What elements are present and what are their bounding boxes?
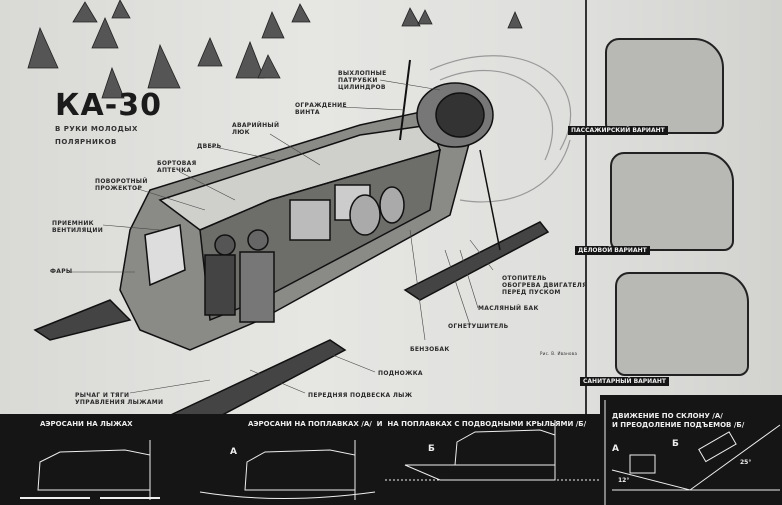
callout-guard: ОГРАЖДЕНИЕ ВИНТА (295, 102, 347, 116)
callout-headlights: ФАРЫ (50, 268, 73, 275)
illustrator-credit: Рис. В. Иванова (540, 351, 578, 356)
caption-slope: ДВИЖЕНИЕ ПО СКЛОНУ /А/ И ПРЕОДОЛЕНИЕ ПОД… (612, 412, 745, 429)
callout-door: ДВЕРЬ (197, 143, 222, 150)
propeller-blur (429, 55, 572, 203)
mark-b-floats: Б (428, 444, 435, 454)
callout-heater: ОТОПИТЕЛЬ ОБОГРЕВА ДВИГАТЕЛЯ ПЕРЕД ПУСКО… (502, 275, 587, 296)
interior-business (610, 152, 734, 251)
caption-floats: АЭРОСАНИ НА ПОПЛАВКАХ /А/ И НА ПОПЛАВКАХ… (248, 420, 587, 428)
caption-skis: АЭРОСАНИ НА ЛЫЖАХ (40, 420, 133, 428)
angle-b: 25° (740, 459, 752, 466)
mark-a-slope: А (612, 444, 619, 454)
aerosled-body (119, 82, 494, 351)
tree-icons (27, 0, 523, 99)
callout-firstaid: БОРТОВАЯ АПТЕЧКА (157, 160, 197, 174)
variant-passenger-label: ПАССАЖИРСКИЙ ВАРИАНТ (568, 126, 668, 135)
callout-fueltank: БЕНЗОБАК (410, 346, 450, 353)
callout-extinguisher: ОГНЕТУШИТЕЛЬ (448, 323, 509, 330)
callout-frontsusp: ПЕРЕДНЯЯ ПОДВЕСКА ЛЫЖ (308, 392, 413, 399)
page-subtitle: В РУКИ МОЛОДЫХ ПОЛЯРНИКОВ (55, 125, 138, 146)
angle-a: 12° (618, 477, 630, 484)
callout-oiltank: МАСЛЯНЫЙ БАК (478, 305, 539, 312)
callout-exhaust: ВЫХЛОПНЫЕ ПАТРУБКИ ЦИЛИНДРОВ (338, 70, 387, 91)
interior-medical (615, 272, 749, 376)
callout-levers: РЫЧАГ И ТЯГИ УПРАВЛЕНИЯ ЛЫЖАМИ (75, 392, 164, 406)
callout-step: ПОДНОЖКА (378, 370, 423, 377)
page-title: КА-30 (55, 88, 162, 123)
mark-a-floats: А (230, 447, 237, 457)
callout-hatch: АВАРИЙНЫЙ ЛЮК (232, 122, 280, 136)
variant-medical-label: САНИТАРНЫЙ ВАРИАНТ (580, 377, 669, 386)
callout-searchlight: ПОВОРОТНЫЙ ПРОЖЕКТОР (95, 178, 148, 192)
variant-business-label: ДЕЛОВОЙ ВАРИАНТ (575, 246, 650, 255)
callout-vent: ПРИЕМНИК ВЕНТИЛЯЦИИ (52, 220, 104, 234)
mark-b-slope: Б (672, 439, 679, 449)
callout-lines (70, 79, 494, 394)
